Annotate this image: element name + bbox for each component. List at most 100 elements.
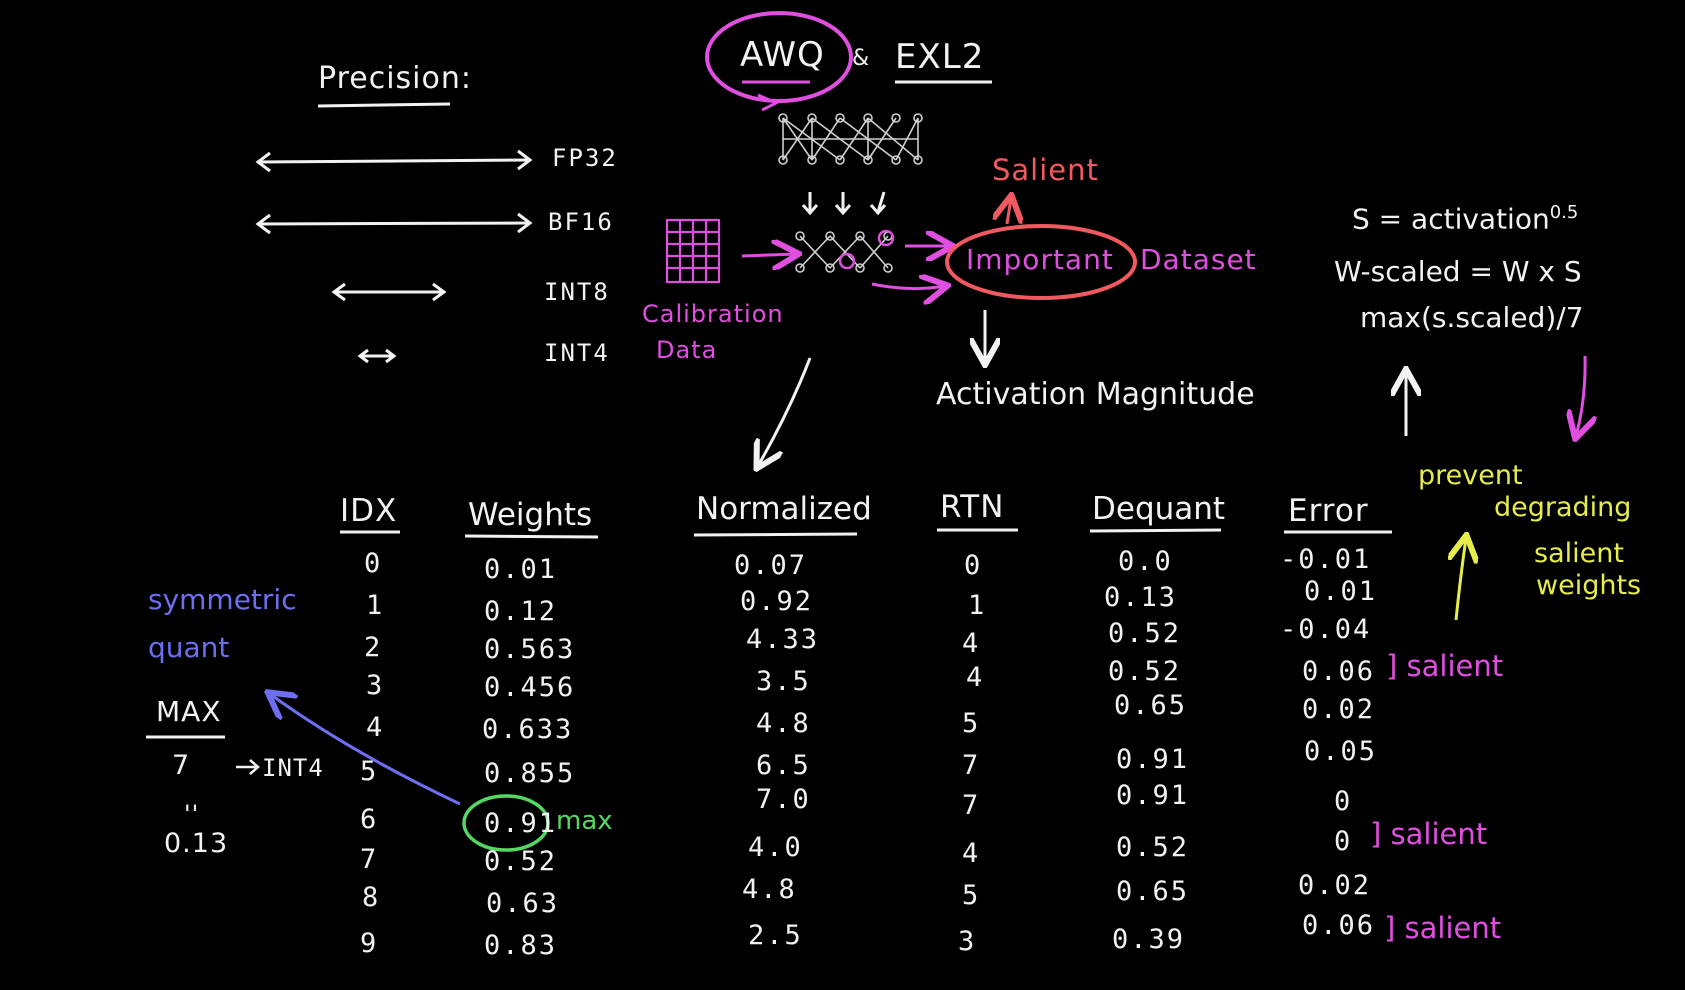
- table-row-weight: 0.563: [484, 634, 576, 665]
- formula-line-1: S = activation0.5: [1352, 204, 1578, 233]
- table-row-weight: 0.456: [484, 672, 576, 703]
- table-row-error: -0.01: [1280, 544, 1372, 575]
- table-row-idx: 8: [362, 882, 381, 913]
- table-row-idx: 9: [360, 928, 379, 959]
- table-row-error: 0.05: [1304, 736, 1378, 767]
- formula-down-arrow: [1576, 355, 1585, 436]
- table-row-weight: 0.52: [484, 846, 558, 877]
- int8-range-arrow: [331, 282, 447, 302]
- calibration-to-network-arrow: [741, 254, 796, 256]
- table-row-rtn: 3: [958, 926, 977, 957]
- table-row-normalized: 0.07: [734, 550, 808, 581]
- important-circle: [945, 224, 1137, 300]
- salient-annotation-row-3: ] salient: [1386, 649, 1504, 683]
- precision-underline: [317, 102, 451, 108]
- table-row-weight: 0.91: [484, 808, 558, 839]
- table-row-idx: 1: [366, 590, 385, 621]
- table-row-rtn: 4: [962, 838, 981, 869]
- dataset-label: Dataset: [1140, 243, 1257, 276]
- important-to-salient-arrow: [1007, 198, 1011, 225]
- table-row-dequant: 0.39: [1112, 924, 1186, 955]
- table-row-rtn: 7: [962, 750, 981, 781]
- table-row-rtn: 7: [962, 790, 981, 821]
- note-salient: salient: [1534, 538, 1624, 569]
- table-row-dequant: 0.91: [1116, 744, 1190, 775]
- header-rtn: RTN: [940, 489, 1005, 525]
- table-row-error: 0.02: [1298, 870, 1372, 901]
- table-header-underlines: [340, 528, 1392, 539]
- int4-range-arrow: [357, 348, 397, 364]
- equals-mark: '': [184, 800, 200, 828]
- table-row-error: 0.01: [1304, 576, 1378, 607]
- note-prevent: prevent: [1418, 460, 1523, 491]
- salient-label: Salient: [992, 153, 1099, 187]
- quant-label: quant: [148, 631, 230, 664]
- table-row-idx: 2: [364, 632, 383, 663]
- table-row-rtn: 4: [962, 628, 981, 659]
- table-row-normalized: 4.8: [742, 874, 797, 905]
- max-to-int4-arrow: [236, 759, 260, 775]
- awq-circle: [705, 11, 853, 103]
- fp32-range-arrow: [255, 149, 533, 173]
- ampersand: &: [852, 46, 871, 71]
- table-row-dequant: 0.65: [1114, 690, 1188, 721]
- important-label: Important: [966, 243, 1114, 276]
- format-bf16: BF16: [548, 208, 614, 236]
- table-row-normalized: 0.92: [740, 586, 814, 617]
- format-int8: INT8: [544, 278, 610, 306]
- table-row-normalized: 7.0: [756, 784, 811, 815]
- table-row-normalized: 2.5: [748, 920, 803, 951]
- scale-value: 0.13: [164, 828, 229, 859]
- network-to-table-arrow: [758, 357, 812, 466]
- formula-line-3: max(s.scaled)/7: [1360, 301, 1584, 334]
- table-row-idx: 7: [360, 844, 379, 875]
- table-row-error: 0.02: [1302, 694, 1376, 725]
- activation-magnitude-label: Activation Magnitude: [936, 377, 1255, 412]
- highlighted-nodes: [838, 229, 895, 270]
- network-to-important-arrow-2: [871, 284, 945, 289]
- table-row-idx: 5: [360, 756, 379, 787]
- table-row-error: 0.06: [1302, 910, 1376, 941]
- max-annotation: max: [556, 806, 613, 836]
- table-row-rtn: 5: [962, 880, 981, 911]
- table-row-idx: 0: [364, 548, 383, 579]
- table-row-dequant: 0.52: [1116, 832, 1190, 863]
- table-row-dequant: 0.65: [1116, 876, 1190, 907]
- note-up-arrow: [1456, 538, 1466, 621]
- neural-network-icon: [778, 113, 923, 165]
- salient-annotation-row-7: ] salient: [1370, 817, 1488, 851]
- formula-s-definition: S = activation: [1352, 202, 1550, 236]
- header-error: Error: [1288, 493, 1369, 529]
- note-weights: weights: [1536, 570, 1642, 601]
- calibration-label: Calibration: [642, 300, 784, 328]
- calibration-data-label: Data: [656, 336, 718, 364]
- table-row-idx: 3: [366, 670, 385, 701]
- table-row-normalized: 3.5: [756, 666, 811, 697]
- table-row-weight: 0.83: [484, 930, 558, 961]
- table-row-normalized: 6.5: [756, 750, 811, 781]
- calibration-data-icon: [665, 218, 721, 284]
- table-row-idx: 6: [360, 804, 379, 835]
- precision-title: Precision:: [318, 61, 472, 96]
- int4-target: INT4: [262, 754, 324, 782]
- table-row-weight: 0.63: [486, 888, 560, 919]
- salient-annotation-row-9: ] salient: [1384, 911, 1502, 945]
- table-row-rtn: 1: [968, 590, 987, 621]
- formula-line-2: W-scaled = W x S: [1334, 255, 1582, 288]
- symmetric-label: symmetric: [148, 583, 297, 616]
- table-row-weight: 0.633: [482, 714, 574, 745]
- down-arrows: [801, 191, 887, 216]
- max-weight-circle: [462, 794, 550, 852]
- table-row-dequant: 0.52: [1108, 656, 1182, 687]
- table-row-weight: 0.01: [484, 554, 558, 585]
- table-row-rtn: 4: [966, 662, 985, 693]
- note-degrading: degrading: [1494, 492, 1632, 523]
- exl2-label: EXL2: [895, 37, 985, 77]
- table-row-error: 0: [1334, 786, 1353, 817]
- bf16-range-arrow: [255, 212, 533, 235]
- max-to-symmetric-arrow: [270, 694, 461, 806]
- table-row-rtn: 5: [962, 708, 981, 739]
- table-row-error: 0: [1334, 826, 1353, 857]
